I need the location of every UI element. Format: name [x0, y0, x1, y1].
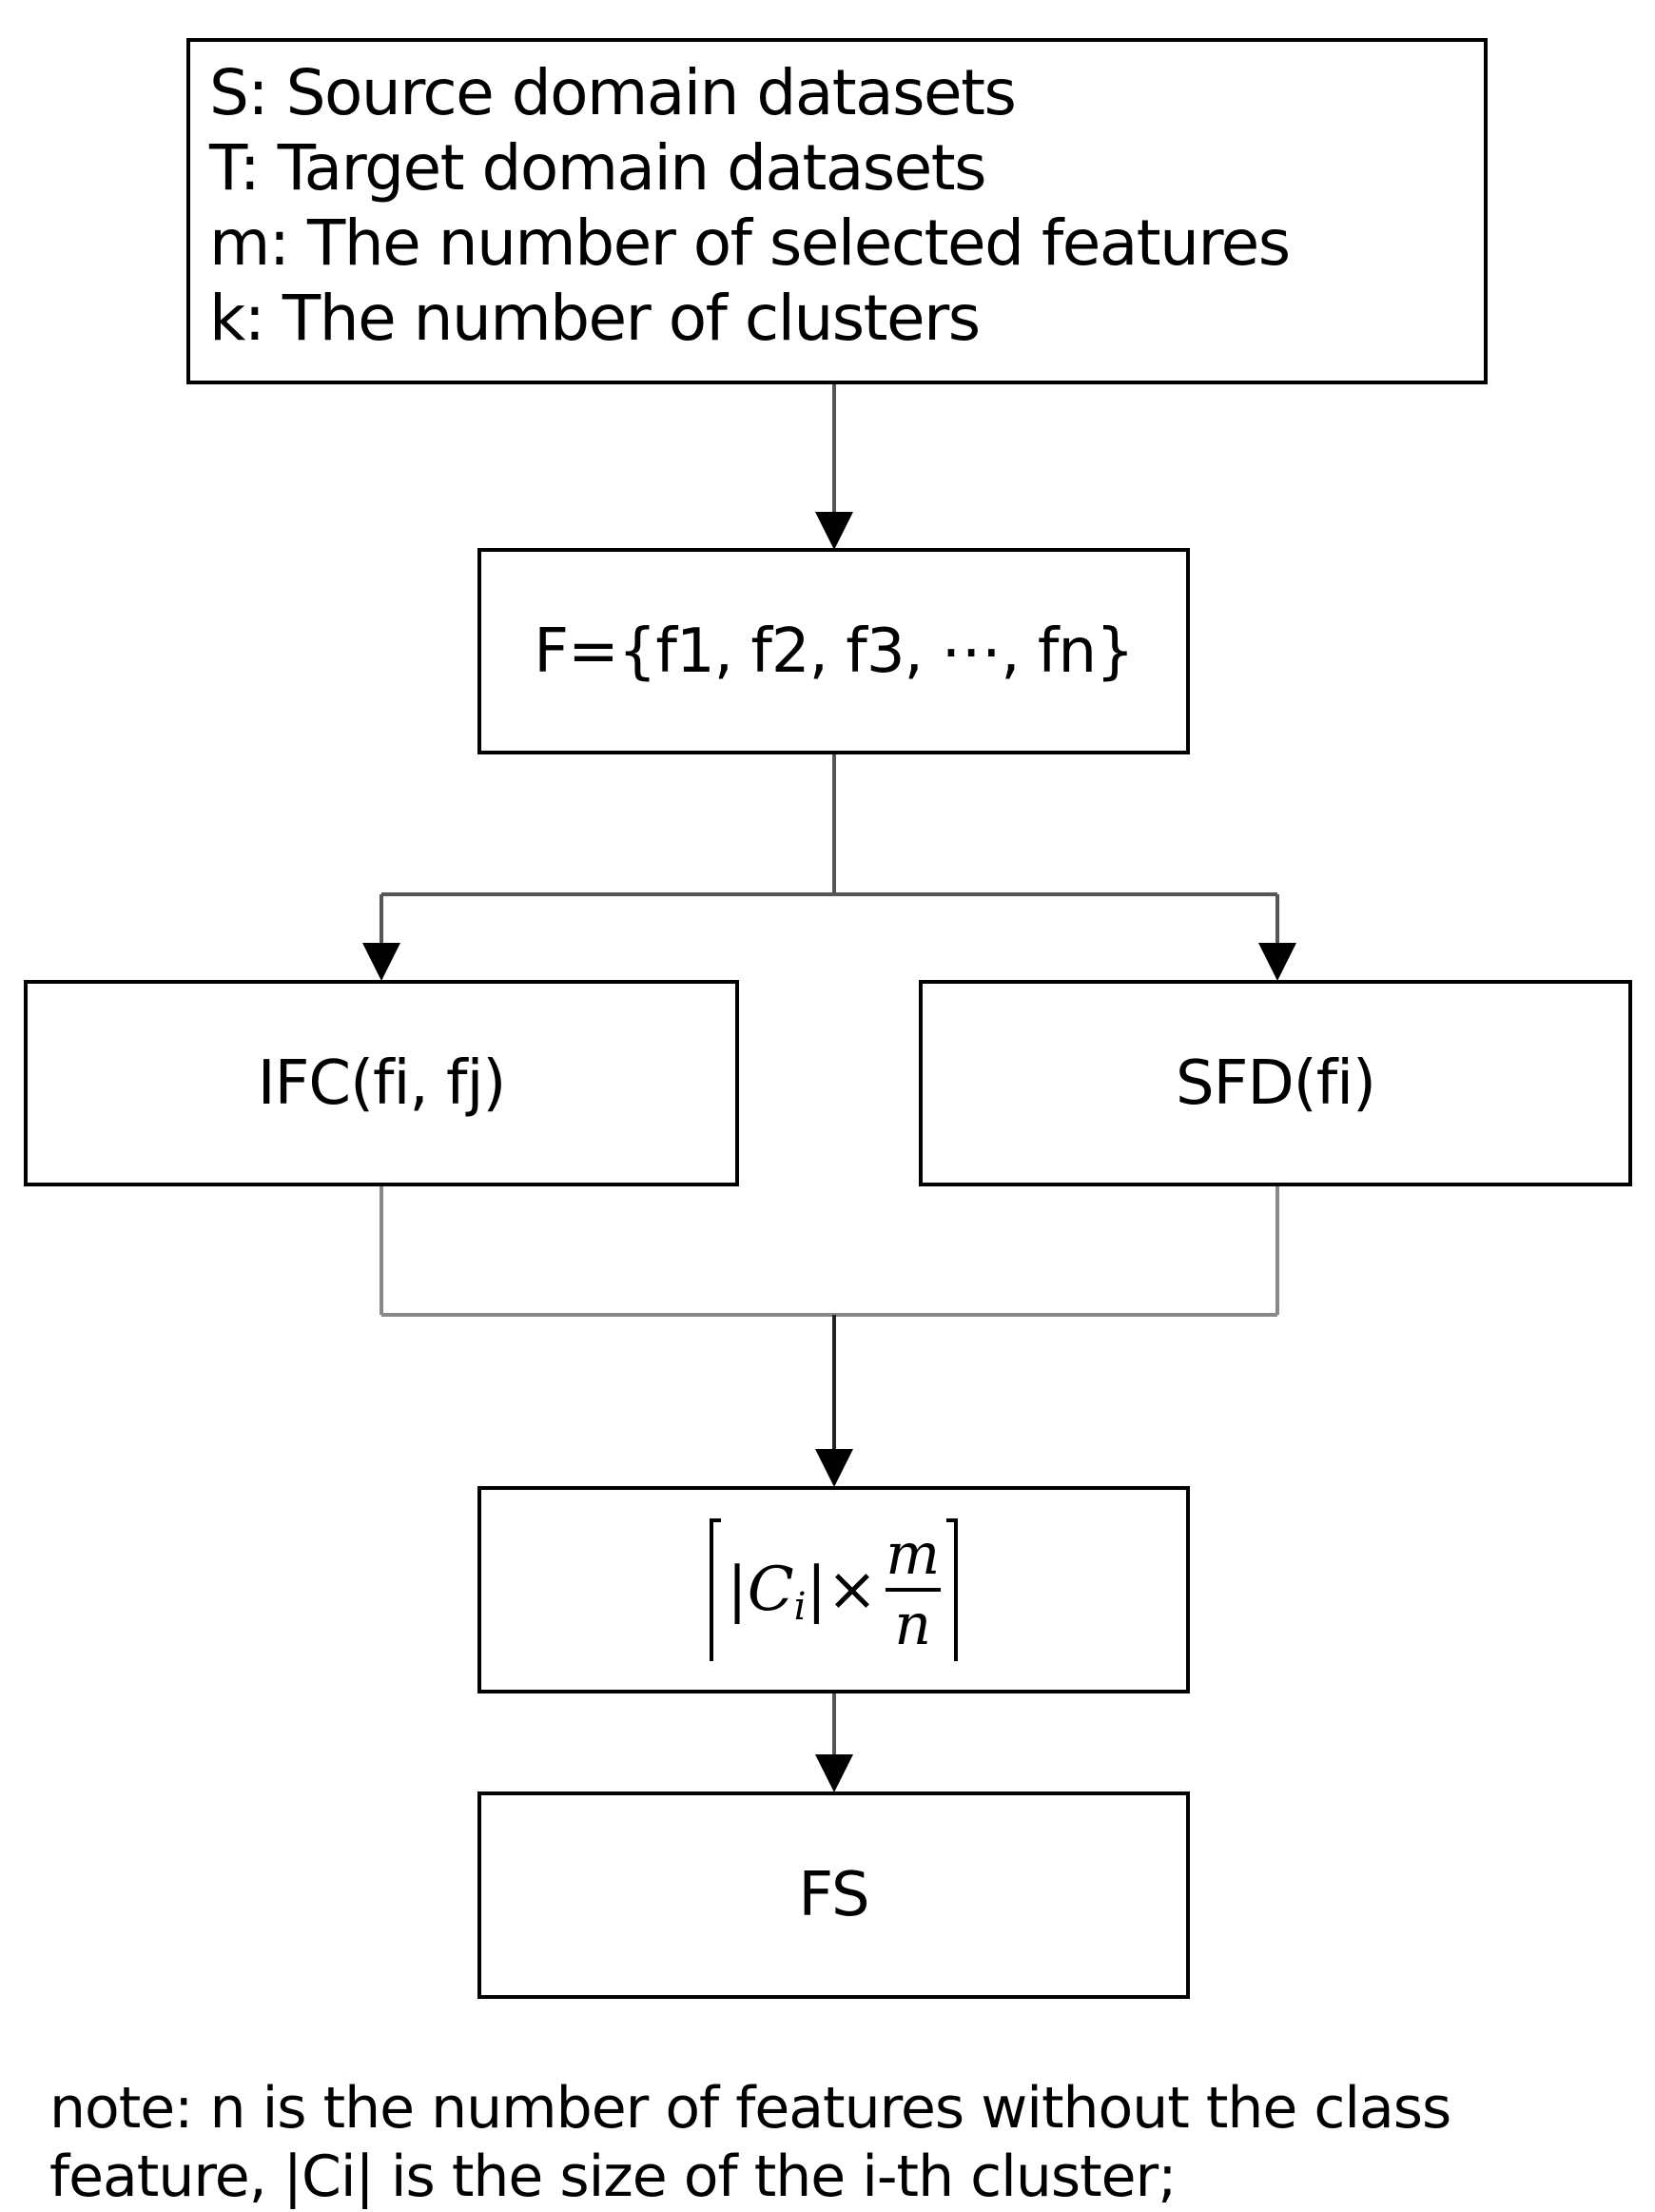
ceiling-right-bracket [945, 1518, 958, 1661]
ceiling-left-bracket [710, 1518, 722, 1661]
output-box: FS [477, 1791, 1190, 1999]
formula-cluster-size: |C [727, 1555, 794, 1625]
inputs-box: S: Source domain datasets T: Target doma… [186, 38, 1488, 384]
ifc-box: IFC(fi, fj) [24, 980, 739, 1186]
formula-fraction: m n [885, 1521, 941, 1658]
input-selected-features: m: The number of selected features [209, 206, 1291, 280]
input-source-domain: S: Source domain datasets [209, 56, 1017, 129]
features-set-box: F={f1, f2, f3, ⋯, fn} [477, 548, 1190, 754]
sfd-box: SFD(fi) [919, 980, 1632, 1186]
ifc-label: IFC(fi, fj) [257, 1047, 507, 1119]
footnote-line-1: note: n is the number of features withou… [49, 2075, 1451, 2142]
formula-denominator: n [894, 1592, 932, 1658]
footnote: note: n is the number of features withou… [49, 2074, 1451, 2211]
input-target-domain: T: Target domain datasets [209, 131, 987, 205]
formula-times: |× [806, 1555, 878, 1625]
formula-subscript: i [793, 1585, 807, 1629]
footnote-line-2: feature, |Ci| is the size of the i-th cl… [49, 2143, 1177, 2210]
formula-numerator: m [886, 1521, 941, 1588]
fraction-bar [885, 1588, 941, 1592]
input-clusters: k: The number of clusters [209, 282, 981, 355]
features-set-label: F={f1, f2, f3, ⋯, fn} [534, 616, 1134, 687]
sfd-label: SFD(fi) [1176, 1047, 1376, 1119]
output-label: FS [798, 1860, 869, 1930]
